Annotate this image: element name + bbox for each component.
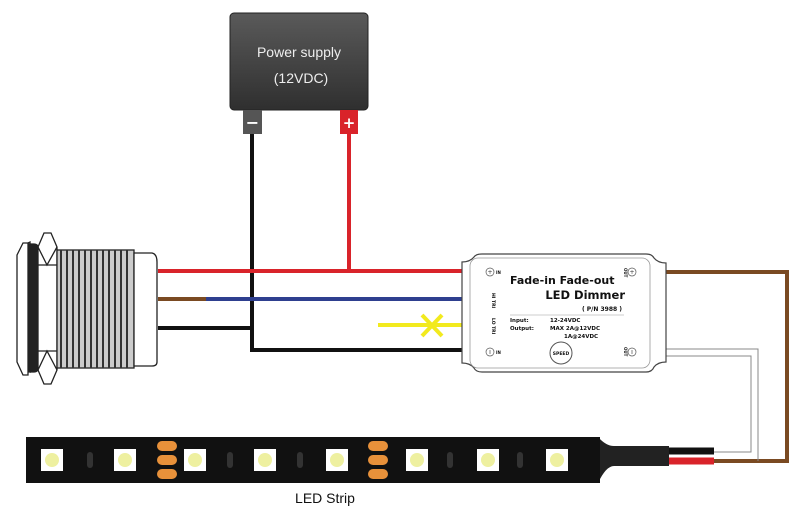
- resistor: [447, 452, 453, 468]
- dimmer-part-number: ( P/N 3988 ): [582, 306, 622, 313]
- black-wire-supply: [250, 134, 462, 352]
- solder-pad: [368, 441, 388, 451]
- led-emitter: [118, 453, 132, 467]
- led-strip: [26, 437, 714, 483]
- terminal-in-positive: IN: [496, 270, 501, 275]
- resistor: [297, 452, 303, 468]
- input-label: Input:: [510, 318, 529, 324]
- led-emitter: [330, 453, 344, 467]
- disconnect-x-icon: [420, 313, 444, 338]
- solder-pad: [157, 455, 177, 465]
- solder-pad: [157, 441, 177, 451]
- solder-pad: [368, 469, 388, 479]
- positive-terminal-label: +: [343, 114, 356, 132]
- led-dimmer: Fade-in Fade-out LED Dimmer ( P/N 3988 )…: [461, 253, 667, 373]
- plus-terminal-icon: [627, 267, 637, 277]
- solder-pad: [368, 455, 388, 465]
- positive-terminal: [340, 110, 358, 134]
- terminal-in-negative: IN: [496, 350, 501, 355]
- svg-text:+: +: [487, 269, 492, 276]
- led-emitter: [258, 453, 272, 467]
- led-emitter: [410, 453, 424, 467]
- switch-threads: [60, 250, 128, 368]
- white-wire-output-outer: [666, 348, 759, 461]
- speed-button[interactable]: SPEED: [549, 341, 573, 365]
- input-value: 12-24VDC: [550, 318, 580, 324]
- output-label: Output:: [510, 326, 534, 332]
- white-wire-output-inner: [666, 355, 752, 453]
- negative-terminal: [243, 110, 262, 134]
- power-supply: Power supply (12VDC) − +: [229, 12, 369, 134]
- led-emitter: [188, 453, 202, 467]
- led-emitter: [550, 453, 564, 467]
- strip-connector: [598, 437, 669, 483]
- dimmer-title-line2: LED Dimmer: [545, 288, 625, 302]
- terminal-out-positive: OUT: [623, 268, 628, 278]
- output-value-12v: MAX 2A@12VDC: [550, 326, 600, 332]
- terminal-out-negative: OUT: [623, 347, 628, 357]
- plus-terminal-icon: [485, 267, 495, 277]
- svg-text:+: +: [629, 269, 634, 276]
- negative-terminal-label: −: [246, 113, 259, 132]
- terminal-hi-tri: HI TRI: [490, 293, 496, 309]
- power-supply-voltage: (12VDC): [274, 70, 328, 86]
- led-emitter: [481, 453, 495, 467]
- resistor: [87, 452, 93, 468]
- solder-pad: [157, 469, 177, 479]
- led-strip-label: LED Strip: [295, 490, 355, 506]
- brown-wire-output: [666, 270, 789, 463]
- speed-button-label: SPEED: [553, 351, 570, 357]
- terminal-lo-tri: LO TRI: [490, 318, 496, 335]
- push-button-switch: [16, 232, 158, 385]
- wires: [158, 134, 789, 463]
- resistor: [517, 452, 523, 468]
- led-emitter: [45, 453, 59, 467]
- dimmer-title-line1: Fade-in Fade-out: [510, 274, 614, 287]
- output-value-24v: 1A@24VDC: [564, 334, 598, 340]
- power-supply-title: Power supply: [257, 44, 341, 60]
- resistor: [227, 452, 233, 468]
